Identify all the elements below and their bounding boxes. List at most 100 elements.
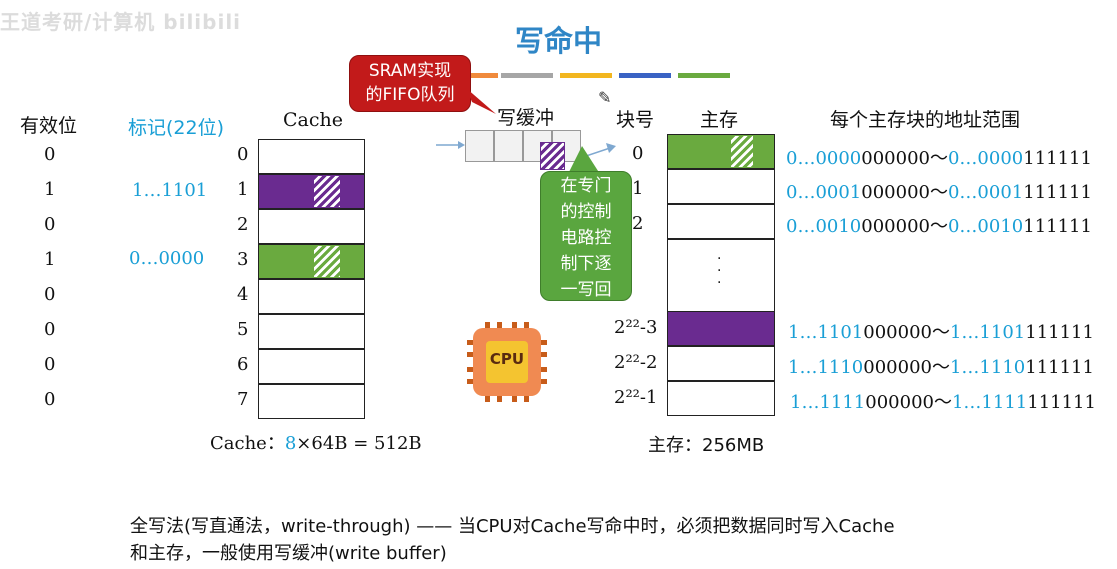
buffer-input-arrow (436, 141, 465, 149)
memory-block-gap (667, 239, 775, 312)
memory-block-number: 2²²-1 (614, 387, 658, 408)
valid-bit: 0 (44, 284, 56, 305)
memory-block-number: 2²²-2 (614, 352, 658, 373)
address-range: 0…0000000000～0…0000111111 (786, 144, 1092, 170)
color-bar-3 (560, 73, 612, 78)
memory-block-number: 1 (632, 178, 644, 199)
addr-block-part: 1…1111 (790, 392, 866, 413)
cache-data-word (313, 175, 341, 208)
addr-offset-part: 000000 (865, 392, 934, 413)
memory-block (667, 169, 775, 204)
addr-block-part: 1…1101 (788, 322, 864, 343)
callout-line: 的控制 (560, 202, 612, 222)
cpu-label: CPU (489, 350, 525, 368)
cache-line (258, 139, 365, 174)
control-callout-pointer (568, 146, 600, 174)
valid-bit: 0 (44, 354, 56, 375)
addr-block-part: 0…0000 (947, 148, 1024, 169)
color-bar-2 (501, 73, 553, 78)
callout-line: 电路控 (560, 228, 612, 248)
callout-line: 的FIFO队列 (365, 85, 455, 105)
cache-line (258, 384, 365, 419)
addr-separator: ～ (933, 392, 952, 413)
cache-line-count: 8 (284, 433, 297, 454)
color-bar-4 (619, 73, 671, 78)
memory-block-number: 2²²-3 (614, 317, 658, 338)
memory-block (667, 346, 775, 381)
watermark: 王道考研/计算机 bilibili (0, 10, 242, 34)
sram-fifo-callout: SRAM实现 的FIFO队列 (349, 55, 471, 112)
sram-callout-pointer (466, 88, 496, 114)
cache-line-index: 1 (237, 179, 249, 200)
addr-offset-part: 000000 (861, 216, 930, 237)
buffer-slot (465, 130, 494, 162)
write-buffer-label: 写缓冲 (497, 107, 555, 129)
addr-offset-part: 111111 (1027, 392, 1096, 413)
addr-offset-part: 111111 (1025, 322, 1094, 343)
addr-separator: ～ (931, 322, 950, 343)
callout-line: 在专门 (560, 176, 612, 196)
addr-separator: ～ (931, 357, 950, 378)
cache-line (258, 349, 365, 384)
callout-line: 制下逐 (560, 254, 612, 274)
cache-data-word (313, 245, 341, 278)
control-circuit-callout: 在专门 的控制 电路控 制下逐 一写回 (540, 171, 632, 301)
address-range: 1…1101000000～1…1101111111 (788, 318, 1094, 344)
cache-line-index: 5 (237, 319, 249, 340)
addr-block-part: 0…0000 (786, 148, 862, 169)
addr-offset-part: 111111 (1023, 148, 1092, 169)
color-bar-1 (446, 73, 498, 78)
color-bar-5 (678, 73, 730, 78)
addr-offset-part: 000000 (863, 357, 932, 378)
address-range: 0…0010000000～0…0010111111 (786, 212, 1092, 238)
addr-block-part: 1…1101 (949, 322, 1026, 343)
buffered-data-block (540, 142, 565, 170)
ellipsis-dot: · (717, 251, 722, 267)
valid-bit: 0 (44, 319, 56, 340)
ellipsis-dots: · · · (717, 251, 722, 291)
callout-line: SRAM实现 (368, 61, 452, 81)
cpu-chip-icon (467, 322, 547, 402)
address-range: 0…0001000000～0…0001111111 (786, 178, 1092, 204)
tag-value: 1…1101 (132, 180, 208, 201)
cache-line-index: 4 (237, 284, 249, 305)
addr-offset-part: 000000 (861, 148, 930, 169)
memory-block (667, 134, 775, 169)
cache-line (258, 279, 365, 314)
addr-block-part: 0…0001 (786, 182, 862, 203)
addr-separator: ～ (929, 148, 948, 169)
addr-block-part: 1…1110 (788, 357, 864, 378)
valid-bit: 0 (44, 389, 56, 410)
cache-line (258, 314, 365, 349)
address-range-header: 每个主存块的地址范围 (830, 109, 1021, 131)
callout-line: 一写回 (560, 280, 612, 300)
addr-block-part: 0…0010 (947, 216, 1024, 237)
cache-line-index: 7 (237, 389, 249, 410)
memory-block-number: 0 (632, 143, 644, 164)
valid-bit-header: 有效位 (20, 115, 78, 137)
memory-header: 主存 (700, 109, 739, 131)
cache-line-index: 3 (237, 249, 249, 270)
addr-block-part: 0…0001 (947, 182, 1024, 203)
cache-line-index: 6 (237, 354, 249, 375)
addr-offset-part: 111111 (1025, 357, 1094, 378)
addr-block-part: 0…0010 (786, 216, 862, 237)
addr-block-part: 1…1111 (951, 392, 1028, 413)
tag-value: 0…0000 (129, 248, 205, 269)
cache-size-suffix: ×64B = 512B (296, 433, 422, 454)
addr-separator: ～ (929, 182, 948, 203)
ellipsis-dot: · (717, 275, 722, 291)
addr-block-part: 1…1110 (949, 357, 1026, 378)
cache-line-index: 2 (237, 214, 249, 235)
address-range: 1…1110000000～1…1110111111 (788, 353, 1094, 379)
pencil-icon: ✎ (598, 88, 612, 107)
addr-offset-part: 000000 (861, 182, 930, 203)
cache-line (258, 244, 365, 279)
memory-block-number: 2 (632, 213, 644, 234)
address-range: 1…1111000000～1…1111111111 (790, 388, 1096, 414)
description-line-2: 和主存，一般使用写缓冲(write buffer) (130, 543, 447, 564)
addr-offset-part: 111111 (1023, 182, 1092, 203)
tag-header: 标记(22位) (128, 117, 225, 139)
valid-bit: 0 (44, 144, 56, 165)
cache-size-label: Cache：8×64B = 512B (210, 429, 422, 455)
